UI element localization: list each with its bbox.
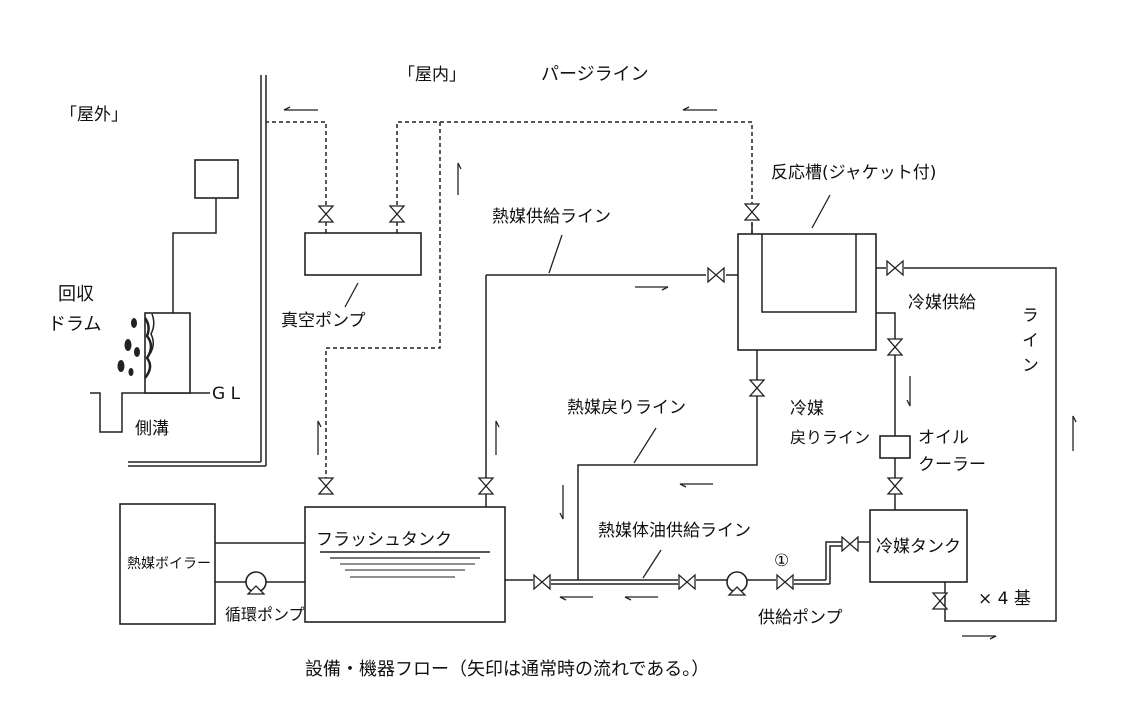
leader-lines — [344, 194, 831, 579]
circulation-pump — [245, 571, 267, 595]
coolant-tank — [869, 509, 968, 583]
heat-boiler — [119, 503, 216, 625]
heat-oil-supply-line — [505, 541, 870, 585]
valve-1-label: ① — [774, 551, 789, 571]
oil-cooler-label-1: オイル — [918, 428, 969, 448]
reactor-label: 反応槽(ジャケット付) — [771, 163, 936, 183]
times-four-label: × 4 基 — [978, 589, 1031, 609]
outdoor-vent-box — [172, 159, 239, 313]
heat-oil-supply-line-label: 熱媒体油供給ライン — [598, 521, 751, 541]
flow-arrows — [283, 106, 1077, 640]
supply-pump-label: 供給ポンプ — [758, 608, 843, 628]
building-wall — [128, 75, 267, 467]
heat-supply-line-label: 熱媒供給ライン — [492, 207, 611, 227]
recovery-drum — [117, 312, 191, 394]
recovery-drum-label-1: 回収 — [58, 284, 94, 305]
side-ditch-label: 側溝 — [135, 419, 169, 439]
indoor-label: 「屋内」 — [398, 65, 466, 85]
oil-cooler — [879, 435, 911, 459]
vacuum-pump — [304, 232, 422, 276]
flash-tank — [304, 506, 506, 623]
outdoor-label: 「屋外」 — [60, 105, 128, 125]
heat-return-line — [577, 350, 758, 580]
supply-pump — [726, 571, 748, 596]
oil-cooler-label-2: クーラー — [918, 455, 986, 475]
heat-return-line-label: 熱媒戻りライン — [567, 398, 686, 418]
gl-label: G L — [212, 384, 241, 404]
coolant-tank-label: 冷媒タンク — [876, 537, 961, 557]
flash-tank-vents — [485, 274, 738, 507]
boiler-pipes — [215, 542, 305, 583]
reactor — [737, 233, 877, 351]
vacuum-pump-label: 真空ポンプ — [281, 311, 366, 331]
flash-tank-label: フラッシュタンク — [316, 530, 452, 550]
coolant-supply-line-vertical-label: ライン — [1018, 306, 1038, 381]
circulation-pump-label: 循環ポンプ — [225, 605, 305, 624]
coolant-return-label-1: 冷媒 — [790, 399, 824, 419]
recovery-drum-label-2: ドラム — [48, 314, 101, 335]
purge-line-label: パージライン — [541, 64, 649, 85]
caption: 設備・機器フロー（矢印は通常時の流れである。） — [305, 659, 709, 680]
purge-lines — [266, 121, 753, 480]
coolant-return-label-2: 戻りライン — [790, 428, 870, 447]
heat-boiler-label: 熱媒ボイラー — [127, 556, 211, 572]
coolant-supply-label: 冷媒供給 — [908, 293, 976, 313]
